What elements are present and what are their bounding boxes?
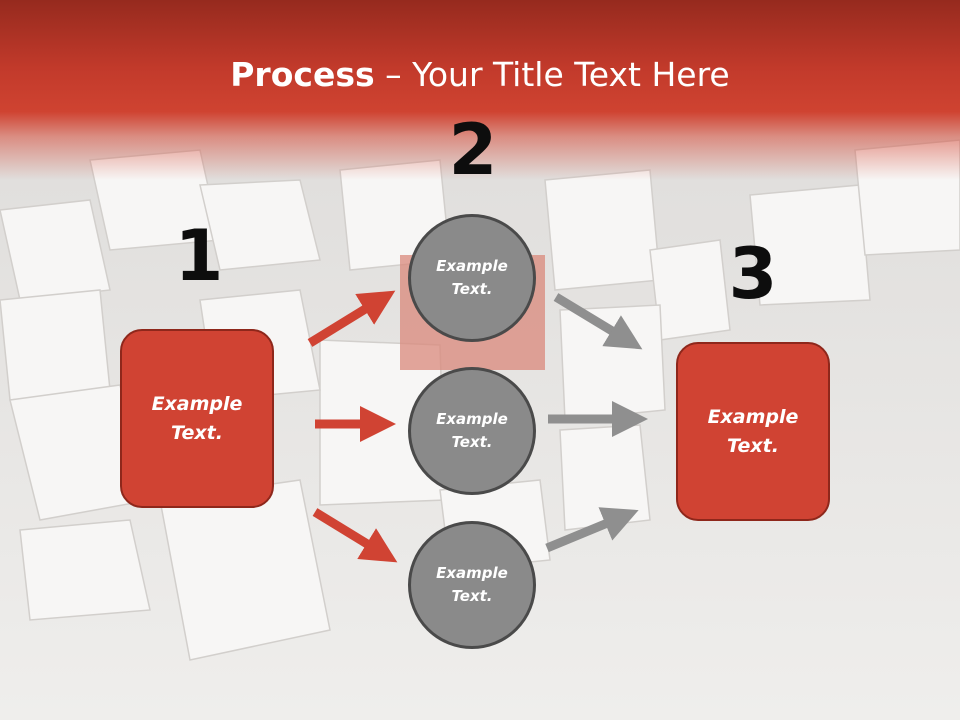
- step-box-right[interactable]: Example Text.: [676, 342, 830, 521]
- header-band: [0, 0, 960, 180]
- circle-middle-line2: Text.: [451, 433, 493, 451]
- circle-top-line1: Example: [436, 257, 508, 275]
- circle-bottom-line2: Text.: [451, 587, 493, 605]
- arrow-gray-down: [553, 293, 643, 350]
- arrow-red-down: [312, 508, 398, 563]
- title-bold: Process: [230, 55, 375, 94]
- slide-title[interactable]: Process – Your Title Text Here: [0, 52, 960, 98]
- step-circle-top[interactable]: Example Text.: [408, 214, 536, 342]
- box-right-line2: Text.: [727, 434, 779, 457]
- step-circle-middle[interactable]: Example Text.: [408, 367, 536, 495]
- box-left-line1: Example: [151, 392, 243, 415]
- step-number-1: 1: [174, 215, 224, 297]
- box-left-line2: Text.: [171, 421, 223, 444]
- step-circle-bottom[interactable]: Example Text.: [408, 521, 536, 649]
- circle-bottom-line1: Example: [436, 564, 508, 582]
- circle-top-line2: Text.: [451, 280, 493, 298]
- title-rest: – Your Title Text Here: [374, 55, 730, 94]
- step-box-left[interactable]: Example Text.: [120, 329, 274, 508]
- arrow-gray-up: [545, 507, 639, 553]
- step-number-2: 2: [448, 109, 498, 191]
- arrow-red-up: [307, 290, 396, 347]
- box-right-line1: Example: [707, 405, 799, 428]
- circle-middle-line1: Example: [436, 410, 508, 428]
- step-number-3: 3: [728, 233, 778, 315]
